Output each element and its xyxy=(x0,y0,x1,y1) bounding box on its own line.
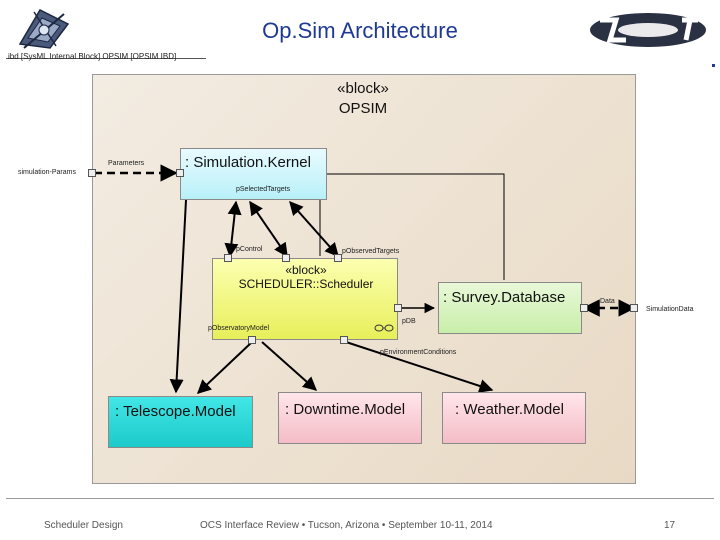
opsim-block-name: OPSIM xyxy=(338,100,388,117)
kernel-scheduler-observed xyxy=(289,200,339,258)
label-simulation-data: SimulationData xyxy=(646,306,694,313)
kernel-scheduler-control xyxy=(224,200,242,258)
telescope-logo-icon xyxy=(10,4,78,57)
label-p-observed-targets: pObservedTargets xyxy=(342,248,400,255)
label-simulation-params: simulation-Params xyxy=(18,169,76,176)
lsst-logo-icon xyxy=(586,8,710,57)
footer-rule xyxy=(6,498,714,499)
telescope-model-title: : Telescope.Model xyxy=(115,403,236,420)
simulation-kernel-part[interactable]: : Simulation.Kernel xyxy=(180,148,327,200)
footer-left-text: Scheduler Design xyxy=(44,520,123,531)
scheduler-downtime-link xyxy=(261,341,318,391)
label-p-control: pControl xyxy=(236,246,263,253)
scheduler-part[interactable]: «block» SCHEDULER::Scheduler xyxy=(212,258,398,340)
scheduler-telescope-link xyxy=(196,341,253,394)
composite-link-icon xyxy=(374,324,394,332)
kernel-telescope-link xyxy=(169,199,187,394)
label-parameters: Parameters xyxy=(108,160,145,167)
downtime-model-part[interactable]: : Downtime.Model xyxy=(278,392,422,444)
weather-model-title: : Weather.Model xyxy=(455,401,564,418)
slide-title: Op.Sim Architecture xyxy=(262,18,458,43)
survey-database-part[interactable]: : Survey.Database xyxy=(438,282,582,334)
scheduler-db-port[interactable] xyxy=(394,304,402,312)
kernel-scheduler-selected xyxy=(249,200,288,258)
ibd-frame-label: ibd [SysML Internal Block] OPSIM [OPSIM … xyxy=(8,52,177,61)
weather-model-part[interactable]: : Weather.Model xyxy=(442,392,586,444)
page-number: 17 xyxy=(664,520,676,531)
label-p-observatory-model: pObservatoryModel xyxy=(208,325,270,332)
scheduler-observatory-port[interactable] xyxy=(248,336,256,344)
scheduler-title: SCHEDULER::Scheduler xyxy=(238,277,374,291)
kernel-params-port[interactable] xyxy=(176,169,184,177)
decorative-dot xyxy=(712,64,715,67)
downtime-model-title: : Downtime.Model xyxy=(285,401,406,418)
scheduler-stereotype: «block» xyxy=(285,263,327,277)
kernel-surveydb-link xyxy=(326,173,505,280)
footer-center-text: OCS Interface Review • Tucson, Arizona •… xyxy=(200,520,493,531)
opsim-params-port[interactable] xyxy=(88,169,96,177)
label-p-db: pDB xyxy=(402,318,416,325)
scheduler-selected-port[interactable] xyxy=(282,254,290,262)
survey-database-title: : Survey.Database xyxy=(443,289,566,306)
surveydb-data-port[interactable] xyxy=(580,304,588,312)
opsim-block-stereotype: «block» xyxy=(337,80,389,97)
telescope-model-part[interactable]: : Telescope.Model xyxy=(108,396,253,448)
label-p-environment-conditions: pEnvironmentConditions xyxy=(380,349,457,356)
label-selected-targets: pSelectedTargets xyxy=(236,186,291,193)
scheduler-control-port[interactable] xyxy=(224,254,232,262)
header-rule xyxy=(6,58,206,59)
scheduler-observed-port[interactable] xyxy=(334,254,342,262)
label-data: Data xyxy=(600,298,615,305)
scheduler-environment-port[interactable] xyxy=(340,336,348,344)
scheduler-weather-link xyxy=(345,341,494,393)
opsim-data-port[interactable] xyxy=(630,304,638,312)
simulation-kernel-title: : Simulation.Kernel xyxy=(185,154,311,171)
